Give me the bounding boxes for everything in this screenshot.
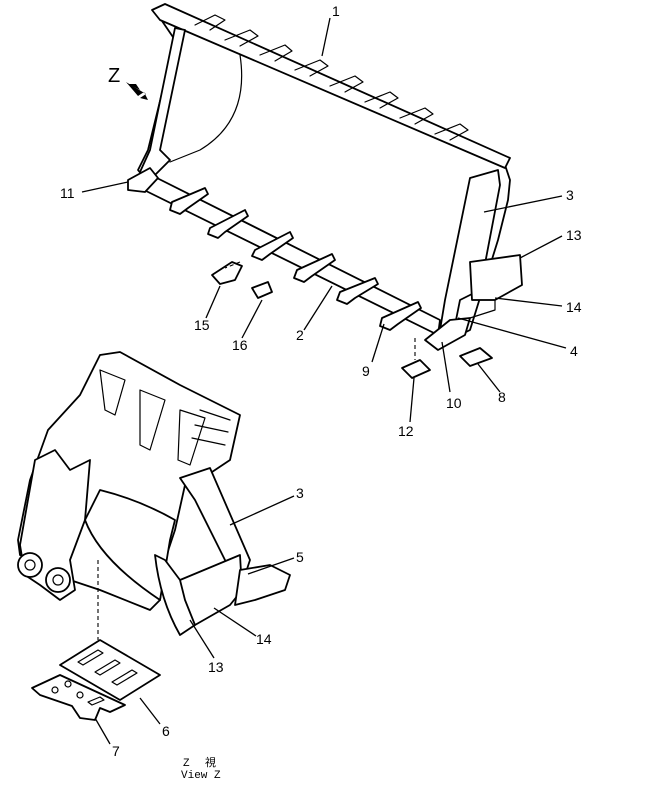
bucket-assembly <box>127 3 523 379</box>
callout-8: 8 <box>498 389 506 405</box>
wear-plate-6 <box>59 639 161 701</box>
callout-10: 10 <box>446 395 462 411</box>
loose-pin-16 <box>251 281 273 299</box>
side-wear-plate-13 <box>469 254 523 301</box>
callout-4: 4 <box>570 343 578 359</box>
hinge-boss-right <box>45 567 71 593</box>
bucket-inner-curve <box>169 54 243 163</box>
guide-line <box>224 261 241 269</box>
shim-plate-12 <box>401 359 431 379</box>
callout-13-view-z: 13 <box>208 659 224 675</box>
view-caption: Z 視 View Z <box>181 755 221 782</box>
callout-14: 14 <box>566 299 582 315</box>
left-end-bit <box>127 167 159 193</box>
callout-3-view-z: 3 <box>296 485 304 501</box>
right-end-bit <box>424 317 471 351</box>
callout-14-view-z: 14 <box>256 631 272 647</box>
callout-7: 7 <box>112 743 120 759</box>
bucket-teeth <box>169 187 422 331</box>
view-z-ribs <box>99 369 231 466</box>
left-side-plate <box>139 27 186 181</box>
top-ribs <box>194 14 469 141</box>
view-marker: Z <box>108 65 120 87</box>
callout-3: 3 <box>566 187 574 203</box>
caption-view-letter: Z <box>183 758 190 770</box>
callout-labels: 1 3 13 14 4 8 10 12 9 2 16 15 11 3 5 14 … <box>60 3 582 759</box>
callout-9: 9 <box>362 363 370 379</box>
side-wear-plate-14 <box>469 299 496 319</box>
callout-5: 5 <box>296 549 304 565</box>
view-z-assembly <box>17 351 291 721</box>
view-z-end-bit-5 <box>234 564 291 606</box>
callout-12: 12 <box>398 423 414 439</box>
wedge-plate-8 <box>459 347 493 367</box>
wear-plate-6-slots <box>77 649 138 686</box>
callout-1: 1 <box>332 3 340 19</box>
callout-6: 6 <box>162 723 170 739</box>
caption-view-z: View Z <box>181 770 221 782</box>
bottom-shell <box>84 489 176 601</box>
hinge-hole-left <box>24 559 36 571</box>
callout-16: 16 <box>232 337 248 353</box>
callout-2: 2 <box>296 327 304 343</box>
caption-view-kanji: 視 <box>205 755 216 770</box>
callout-15: 15 <box>194 317 210 333</box>
loose-tooth-15 <box>211 261 243 285</box>
wear-plate-7-holes <box>51 680 105 706</box>
hinge-hole-right <box>52 574 64 586</box>
right-side-plate <box>439 169 501 331</box>
view-z-curved-side-13 <box>154 554 196 636</box>
leader-lines <box>81 17 567 745</box>
callout-13: 13 <box>566 227 582 243</box>
arrow-head-icon <box>126 82 148 100</box>
view-z-arrow <box>126 82 148 100</box>
callout-11: 11 <box>60 185 75 201</box>
hinge-boss-left <box>17 552 43 578</box>
